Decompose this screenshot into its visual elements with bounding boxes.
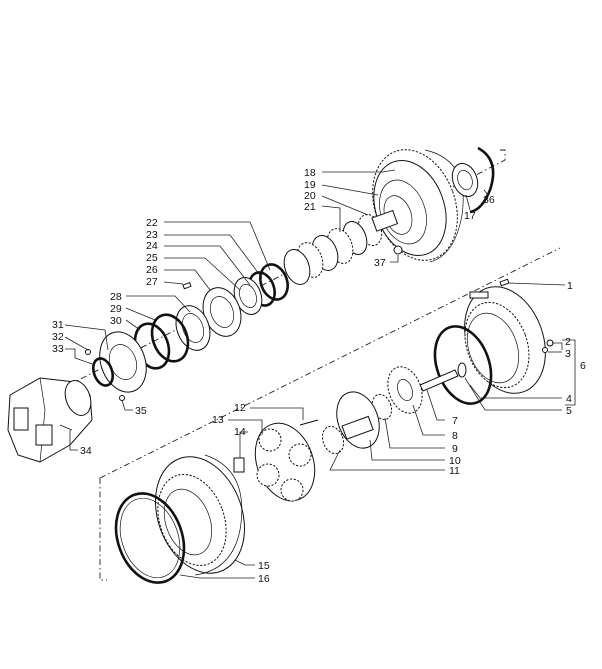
hydraulic-motor-34 [7,377,93,463]
callout-32: 32 [52,331,64,343]
callout-2: 2 [565,336,571,348]
callout-27: 27 [146,276,158,288]
callout-7: 7 [452,415,458,427]
small-ring-37 [393,245,403,255]
callout-24: 24 [146,240,158,252]
callout-19: 19 [304,179,316,191]
snap-ring-36 [469,146,495,214]
callout-5: 5 [566,405,572,417]
callout-23: 23 [146,229,158,241]
sun-gear-8 [387,366,423,414]
hub-15 [155,454,245,576]
callout-37: 37 [374,257,386,269]
callout-13: 13 [212,414,224,426]
seal-ring-16 [114,492,186,584]
callout-22: 22 [146,217,158,229]
callout-10: 10 [449,455,461,467]
pin-14 [233,457,245,473]
callout-4: 4 [566,393,572,405]
spring-27 [182,281,192,290]
callout-14: 14 [234,426,246,438]
assembly-axis-lines [39,149,561,581]
cover-plate-31 [85,331,147,401]
carrier-10-11 [321,391,380,455]
callout-16: 16 [258,573,270,585]
friction-disc-stack [283,209,399,285]
piston-rings-22-25 [233,263,289,315]
o-ring-4 [433,325,493,405]
callout-30: 30 [110,315,122,327]
planet-carrier-13 [254,422,316,502]
piston-26 [202,287,242,337]
callout-26: 26 [146,264,158,276]
callout-6: 6 [580,360,586,372]
o-ring-33 [91,357,115,387]
callout-17: 17 [464,210,476,222]
callout-34: 34 [80,445,92,457]
seal-17 [451,163,479,197]
shaft-7 [419,362,467,392]
callout-36: 36 [483,194,495,206]
callout-12: 12 [234,402,246,414]
callout-29: 29 [110,303,122,315]
callout-15: 15 [258,560,270,572]
callout-35: 35 [135,405,147,417]
leader-lines [64,169,576,579]
callout-20: 20 [304,190,316,202]
callout-9: 9 [452,443,458,455]
callout-21: 21 [304,201,316,213]
callout-31: 31 [52,319,64,331]
callout-labels: 1 2 3 4 5 6 7 8 9 10 11 12 13 14 15 16 1… [52,167,586,585]
callout-8: 8 [452,430,458,442]
callout-18: 18 [304,167,316,179]
callout-25: 25 [146,252,158,264]
callout-28: 28 [110,291,122,303]
callout-11: 11 [449,465,460,477]
housing-18 [372,149,464,263]
callout-1: 1 [567,280,573,292]
ring-gear-6 [464,278,554,394]
callout-3: 3 [565,348,571,360]
bolt-12 [299,419,319,426]
callout-33: 33 [52,343,64,355]
